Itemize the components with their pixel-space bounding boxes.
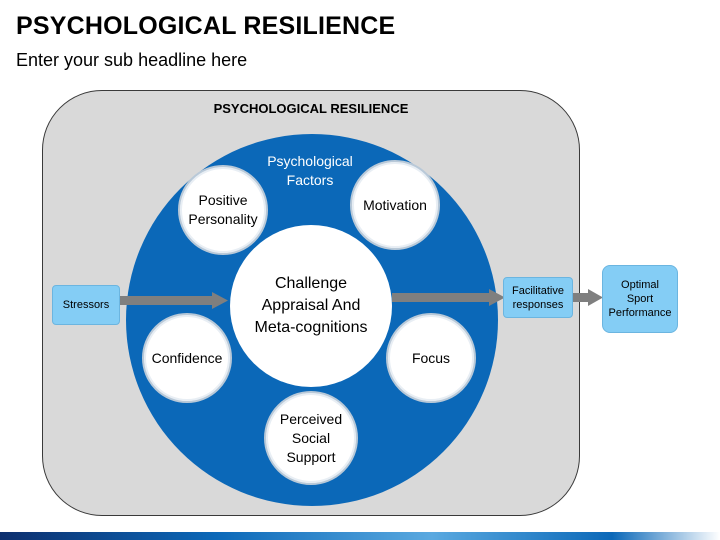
ring-caption: Psychological Factors [267, 153, 353, 188]
page-title: PSYCHOLOGICAL RESILIENCE [16, 12, 396, 40]
factor-positive-personality: Positive Personality [178, 165, 268, 255]
facilitative-responses-label: Facilitative responses [512, 284, 564, 311]
panel-title: PSYCHOLOGICAL RESILIENCE [213, 101, 409, 116]
factor-motivation-label: Motivation [363, 196, 427, 213]
footer-stripe [0, 532, 720, 540]
page-subtitle: Enter your sub headline here [16, 50, 248, 70]
optimal-sport-performance-box: Optimal Sport Performance [602, 265, 678, 333]
stressors-label: Stressors [62, 299, 110, 311]
facilitative-responses-box: Facilitative responses [503, 277, 573, 318]
arrow-output-head [588, 289, 603, 306]
factor-focus-label: Focus [411, 349, 451, 366]
center-circle: Challenge Appraisal And Meta-cognitions [230, 225, 392, 387]
factor-positive-personality-label: Positive Personality [188, 192, 258, 227]
stressors-box: Stressors [52, 285, 120, 325]
factor-confidence: Confidence [142, 313, 232, 403]
factor-focus: Focus [386, 313, 476, 403]
factor-confidence-label: Confidence [151, 349, 223, 366]
factor-perceived-social-support: Perceived Social Support [264, 391, 358, 485]
optimal-sport-performance-label: Optimal Sport Performance [608, 279, 672, 319]
center-label: Challenge Appraisal And Meta-cognitions [254, 275, 368, 336]
factor-motivation: Motivation [350, 160, 440, 250]
factor-perceived-social-support-label: Perceived Social Support [279, 410, 343, 465]
